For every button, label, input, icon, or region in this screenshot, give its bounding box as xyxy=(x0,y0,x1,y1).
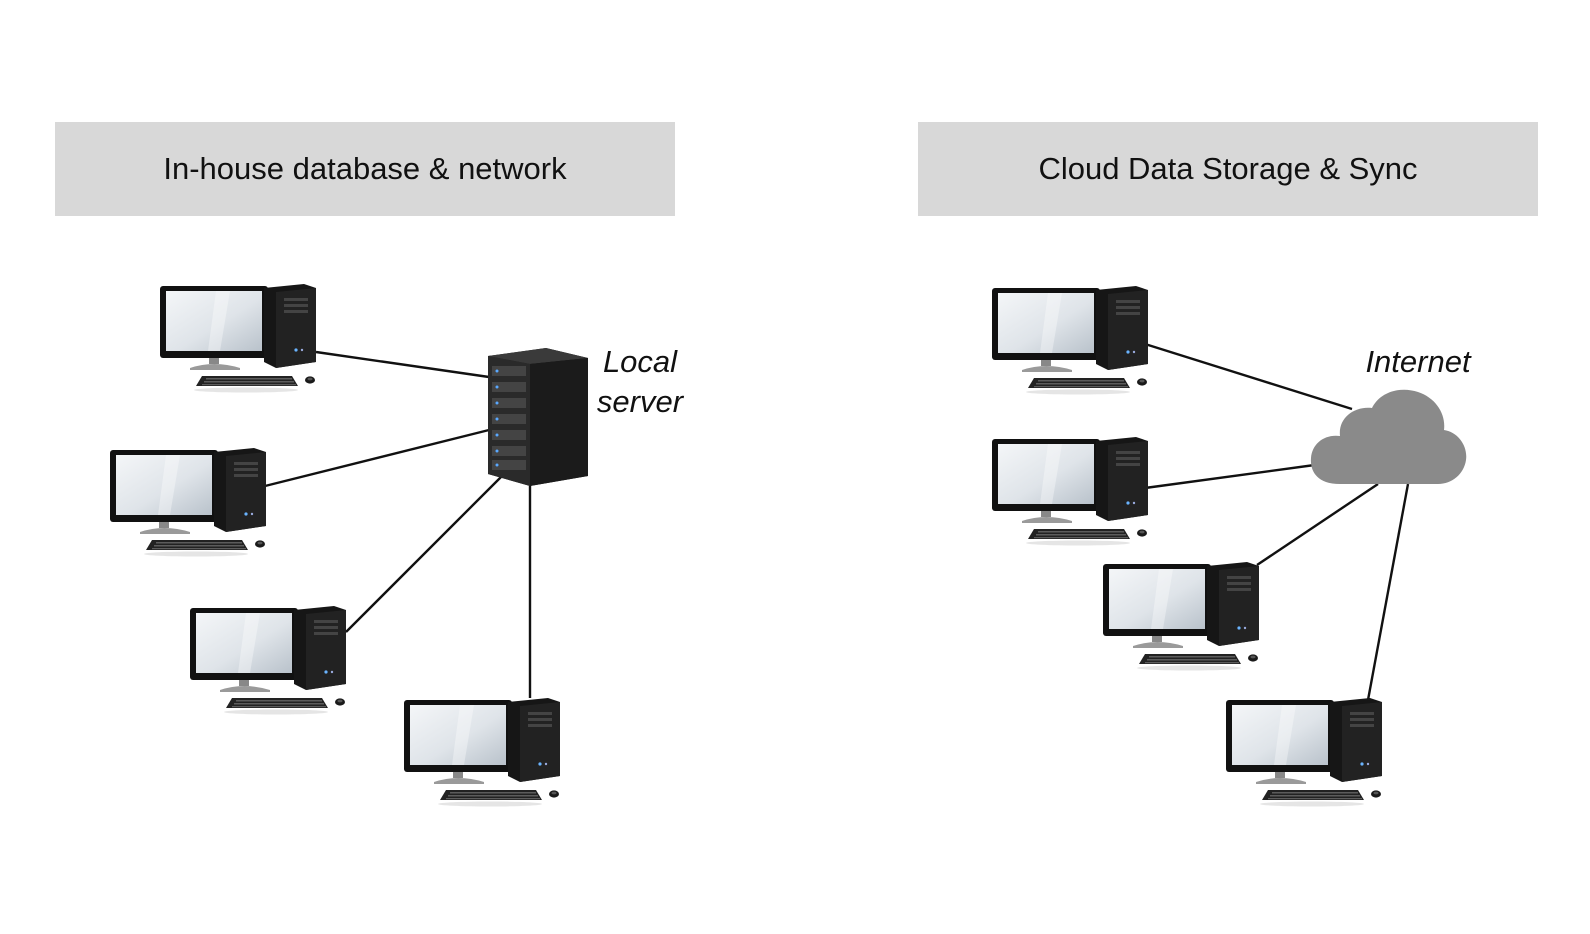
link-left-3 xyxy=(345,470,508,633)
local-server-label-line2: server xyxy=(596,384,684,419)
desktop-computer-icon xyxy=(190,606,350,724)
link-right-1 xyxy=(1144,342,1353,411)
desktop-computer-icon xyxy=(1103,562,1263,680)
desktop-computer-icon xyxy=(160,284,320,402)
link-right-4 xyxy=(1366,483,1410,701)
link-left-1 xyxy=(315,350,490,379)
local-server-label: Local server xyxy=(585,342,695,422)
server-rack-icon xyxy=(488,348,588,486)
desktop-computer-icon xyxy=(992,286,1152,404)
link-right-2 xyxy=(1144,462,1323,490)
header-cloud: Cloud Data Storage & Sync xyxy=(918,122,1538,216)
header-cloud-title: Cloud Data Storage & Sync xyxy=(1038,151,1418,186)
header-in-house-title: In-house database & network xyxy=(163,151,567,186)
desktop-computer-icon xyxy=(404,698,564,816)
cloud-icon xyxy=(1310,389,1467,484)
internet-label: Internet xyxy=(1365,344,1471,379)
local-server-label-line1: Local xyxy=(602,344,678,379)
header-in-house: In-house database & network xyxy=(55,122,675,216)
desktop-computer-icon xyxy=(992,437,1152,555)
desktop-computer-icon xyxy=(110,448,270,566)
link-left-2 xyxy=(264,428,490,488)
link-right-3 xyxy=(1256,483,1379,566)
desktop-computer-icon xyxy=(1226,698,1386,816)
